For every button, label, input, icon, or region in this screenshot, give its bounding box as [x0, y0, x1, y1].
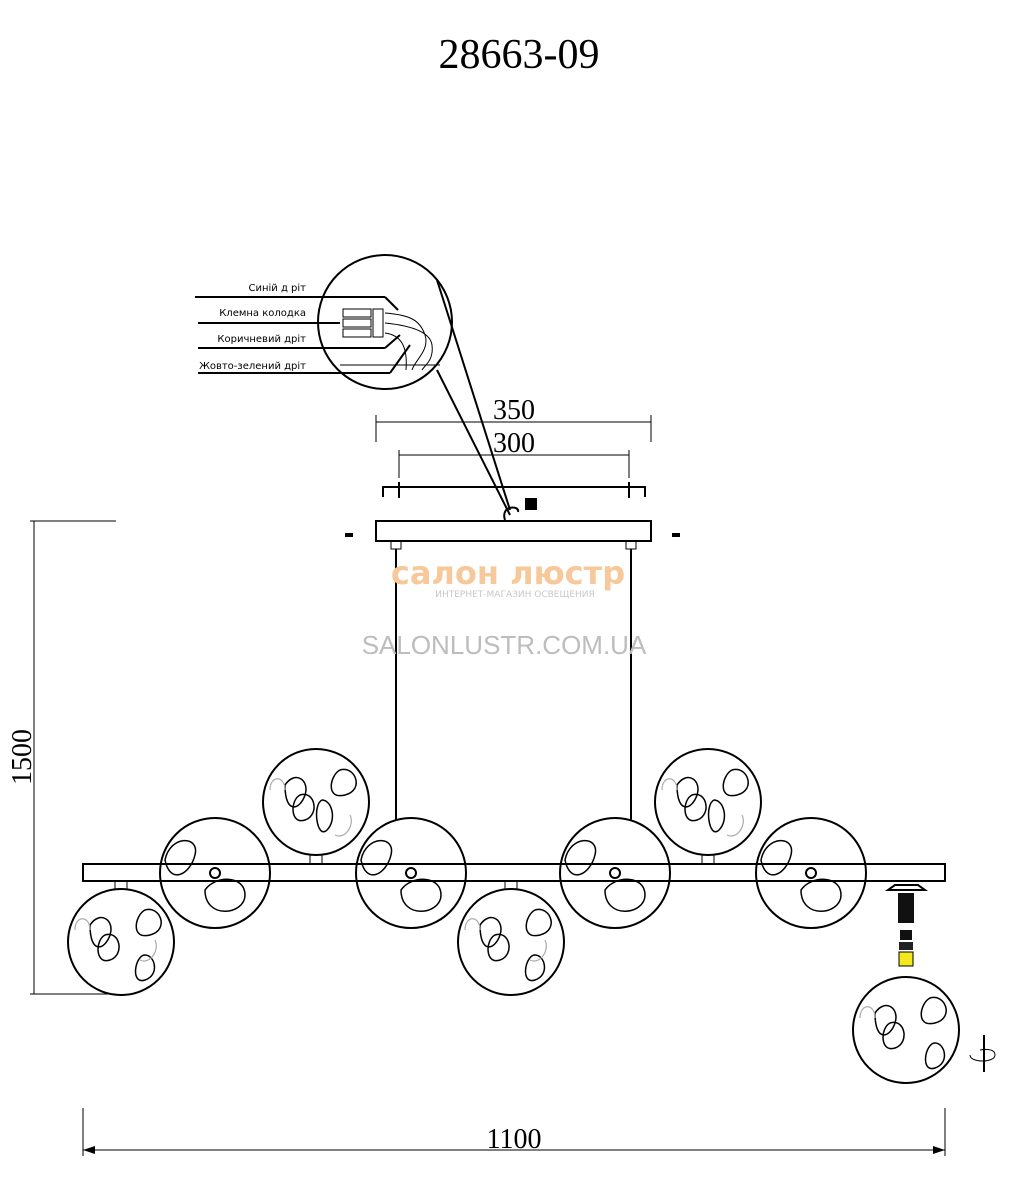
watermark-url: SALONLUSTR.COM.UA [362, 630, 647, 660]
label-terminal-block: Клемна колодка [219, 308, 306, 319]
globe-lower-center [457, 880, 565, 996]
globe-upper-left [262, 748, 370, 865]
globe-detached-with-socket [852, 884, 996, 1084]
label-yellow-green-wire: Жовто-зелений дріт [199, 360, 306, 372]
dimension-1500: 1500 [7, 520, 116, 995]
svg-text:1100: 1100 [487, 1124, 542, 1155]
watermark: салон люстр ИНТЕРНЕТ-МАГАЗИН ОСВЕЩЕНИЯ S… [362, 554, 647, 660]
dimension-350: 350 [375, 395, 652, 442]
label-blue-wire: Синій д ріт [248, 282, 306, 294]
watermark-brand: салон люстр [391, 554, 625, 592]
svg-text:300: 300 [493, 428, 535, 459]
model-title: 28663-09 [439, 32, 600, 78]
rotate-icon [969, 1035, 996, 1072]
ceiling-canopy [345, 482, 680, 866]
watermark-tagline: ИНТЕРНЕТ-МАГАЗИН ОСВЕЩЕНИЯ [435, 590, 595, 600]
svg-text:1500: 1500 [7, 729, 38, 785]
wiring-callout: Синій д ріт Клемна колодка Коричневий др… [195, 254, 511, 516]
clear-globes [159, 817, 867, 929]
label-brown-wire: Коричневий дріт [217, 333, 306, 345]
svg-text:350: 350 [493, 395, 535, 426]
globe-lower-left [67, 880, 175, 996]
dimension-300: 300 [398, 428, 630, 478]
globe-upper-right [654, 748, 762, 865]
dimension-1100: 1100 [82, 1108, 946, 1156]
